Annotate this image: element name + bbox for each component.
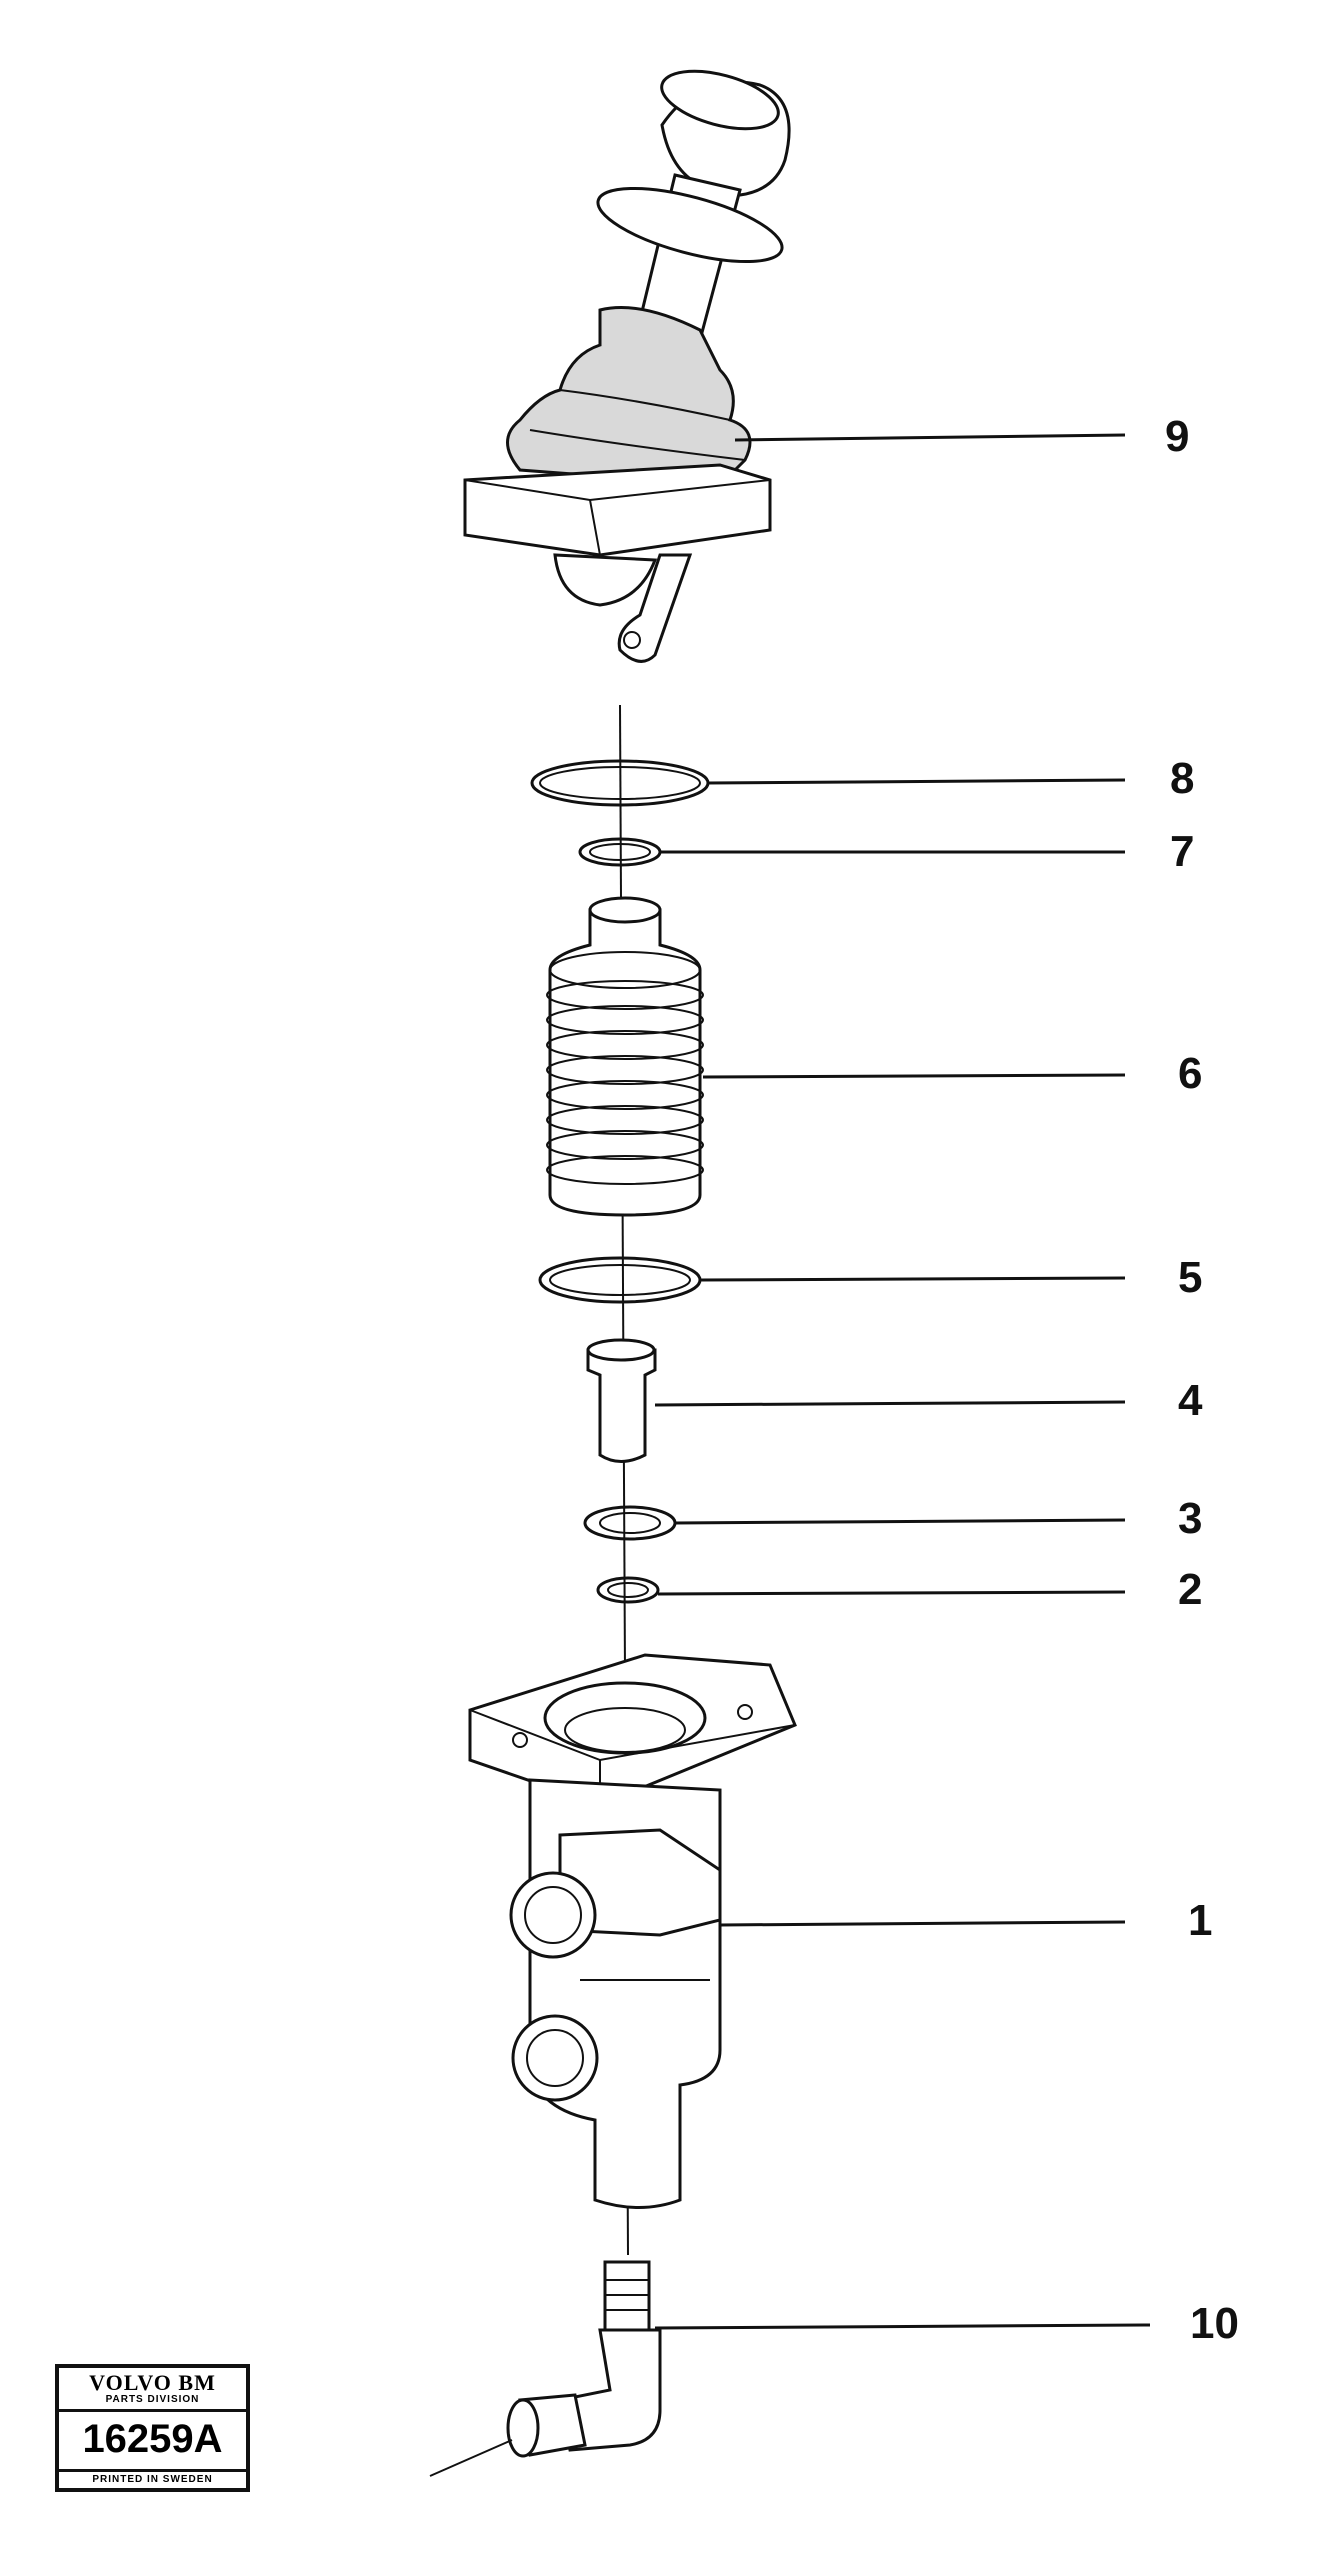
leader-line-10: [654, 2323, 1151, 2330]
leader-line-5: [699, 1276, 1126, 1282]
callout-3: 3: [1178, 1494, 1202, 1543]
leader-line-4: [654, 1400, 1126, 1407]
leader-line-1: [719, 1920, 1126, 1927]
callout-6: 6: [1178, 1049, 1202, 1098]
drawing-stamp: VOLVO BM PARTS DIVISION 16259A PRINTED I…: [55, 2364, 250, 2492]
leader-line-6: [702, 1073, 1126, 1079]
callout-7: 7: [1170, 827, 1194, 876]
callout-2: 2: [1178, 1565, 1202, 1614]
part-6-ribbed-sleeve: [546, 896, 704, 1217]
part-4-plunger: [586, 1338, 657, 1463]
stamp-drawing-number: 16259A: [59, 2412, 246, 2472]
callout-4: 4: [1178, 1376, 1203, 1425]
callout-10: 10: [1190, 2299, 1239, 2348]
stamp-division: PARTS DIVISION: [59, 2394, 246, 2412]
leader-line-3: [674, 1518, 1126, 1525]
callout-1: 1: [1188, 1896, 1212, 1945]
part-5-o-ring: [538, 1256, 702, 1304]
callout-5: 5: [1178, 1253, 1202, 1302]
leader-line-9: [734, 433, 1126, 442]
part-10-elbow-fitting: [429, 2260, 662, 2477]
stamp-brand: VOLVO BM: [89, 2370, 216, 2395]
part-3-washer: [583, 1505, 677, 1541]
stamp-printed-in: PRINTED IN SWEDEN: [92, 2474, 213, 2485]
callout-9: 9: [1165, 412, 1189, 461]
part-1-valve-body: [468, 1653, 797, 2209]
hose-lead-line: [429, 2439, 513, 2477]
part-2-small-o-ring: [596, 1576, 660, 1604]
leader-line-2: [657, 1590, 1126, 1596]
part-9-hand-lever: [463, 69, 791, 663]
leader-line-8: [707, 778, 1126, 785]
callout-8: 8: [1170, 754, 1194, 803]
